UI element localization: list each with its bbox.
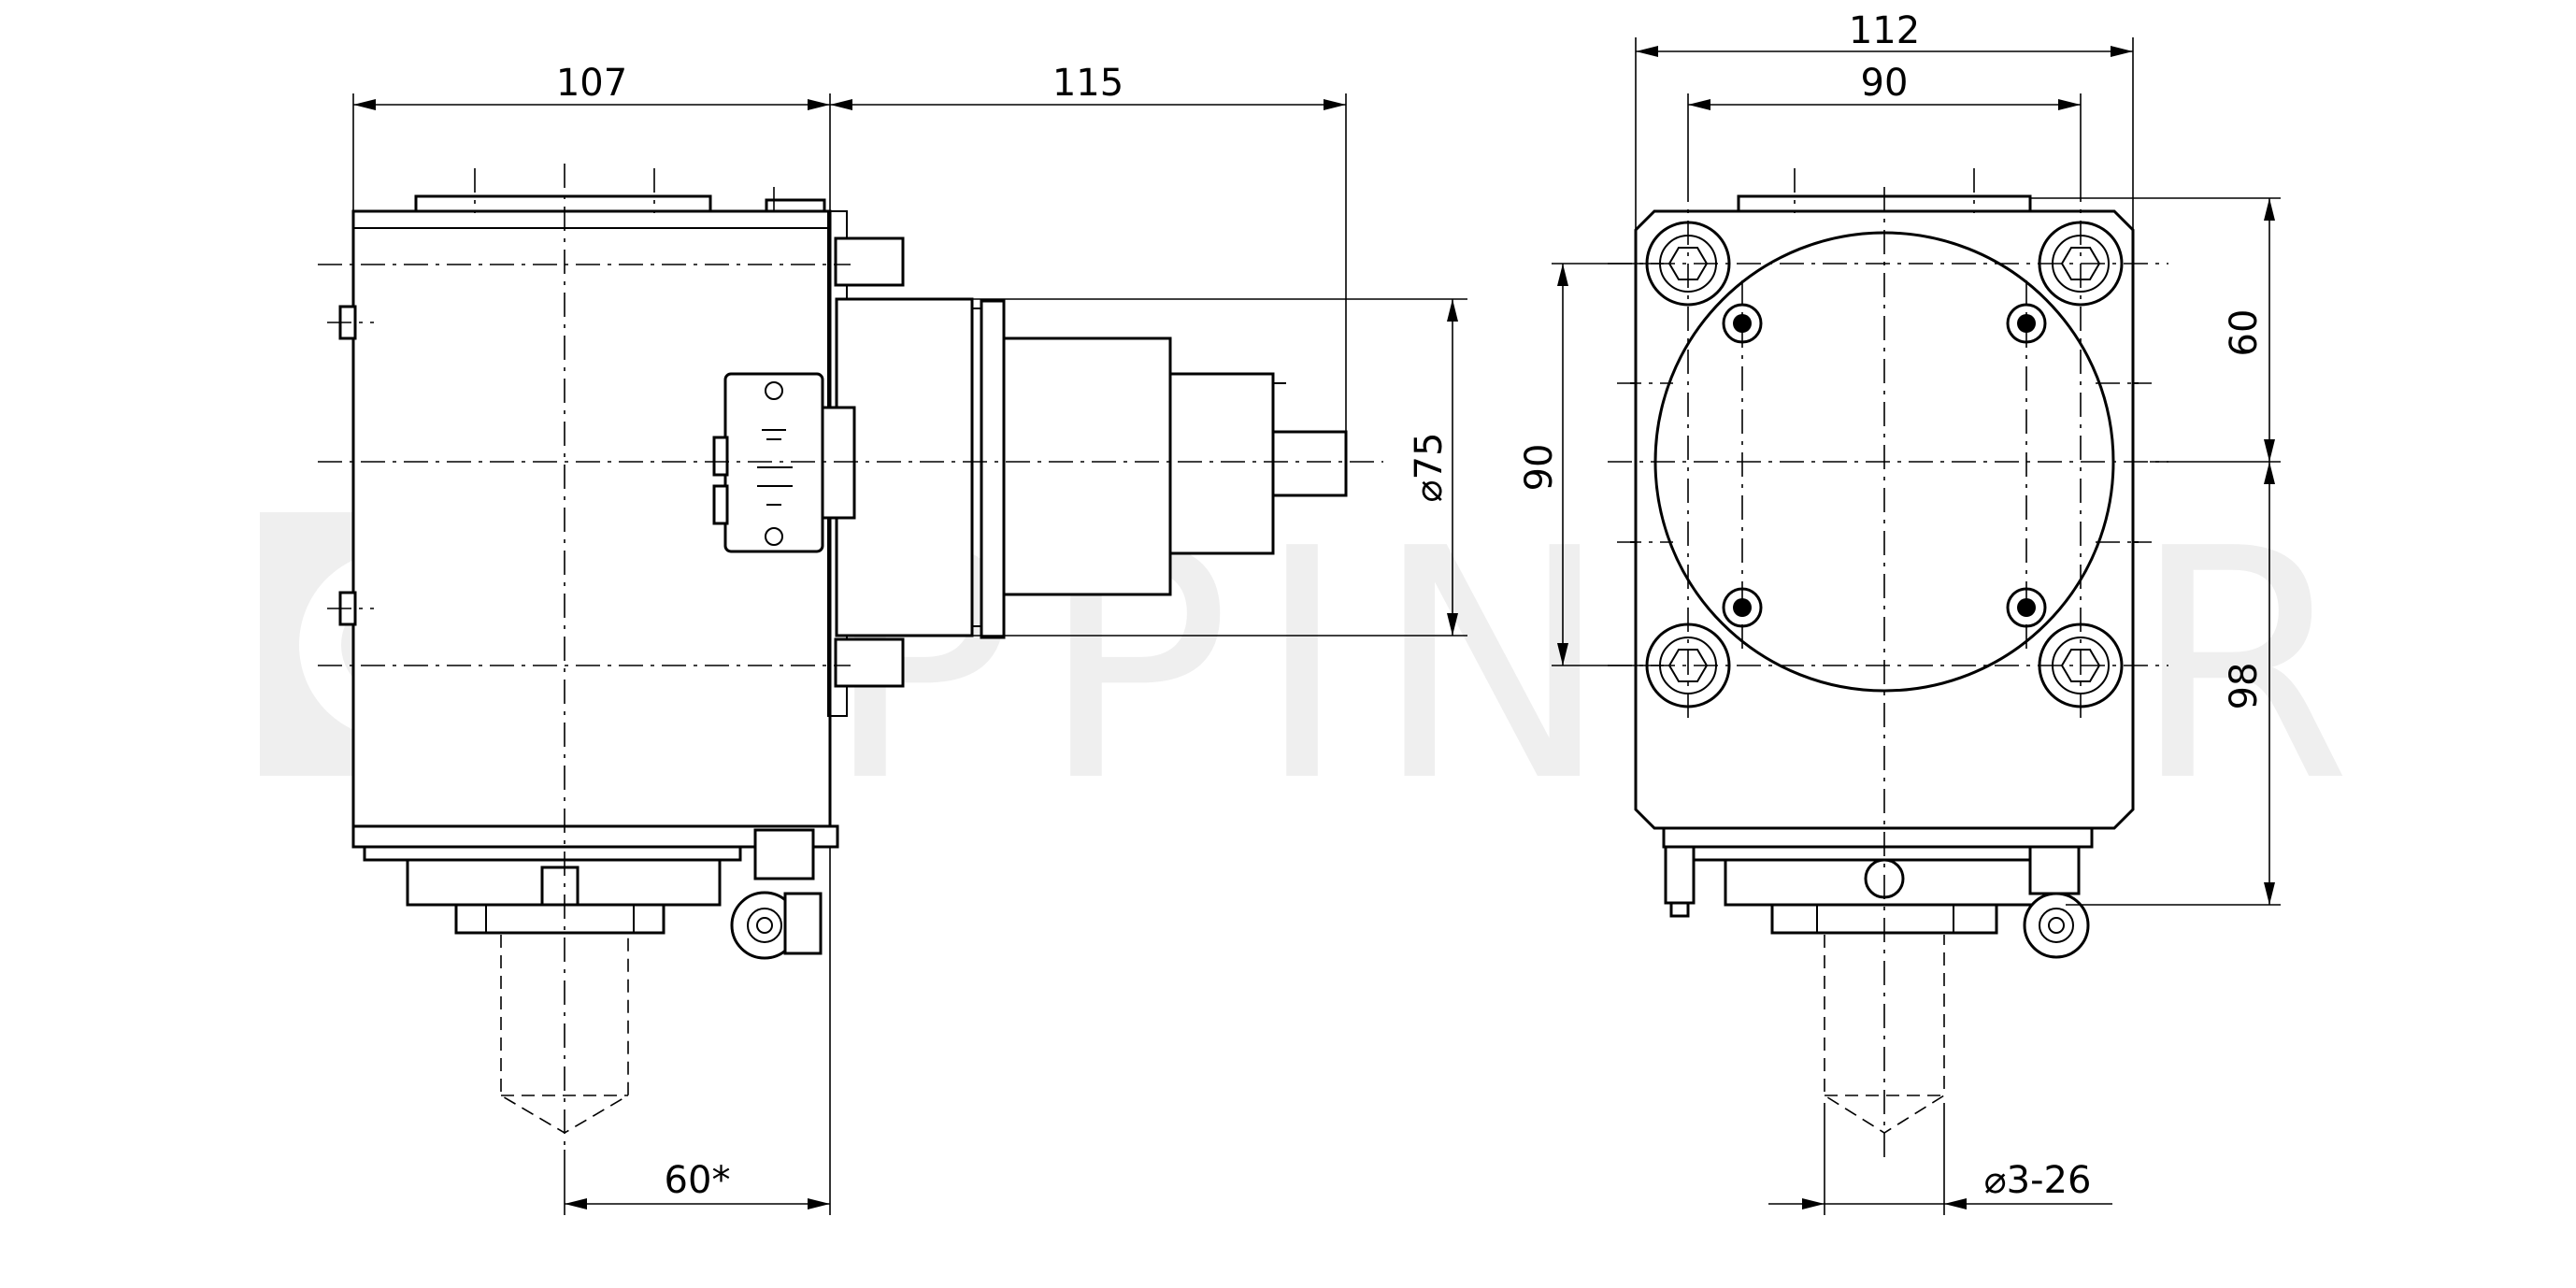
- right-bolt-bottom: [834, 637, 905, 688]
- front-coolant-swivel: [2023, 892, 2090, 959]
- top-rail: [414, 194, 712, 213]
- drive-key: [540, 866, 580, 907]
- top-rail-small: [765, 198, 826, 213]
- dim-98-vertical: 98: [2223, 663, 2266, 710]
- nameplate-marking: [757, 429, 793, 506]
- dim-112: 112: [1849, 9, 1920, 52]
- front-coolant-fitting-body: [2028, 845, 2081, 895]
- front-view: 112 90 90 60 98 ⌀3-26: [1518, 9, 2281, 1215]
- front-bottom-lip: [1677, 845, 2079, 862]
- collet-nut: [454, 903, 665, 935]
- dim-60-star: 60*: [665, 1159, 731, 1202]
- nameplate-clip: [821, 406, 856, 520]
- spindle-shaft: [1271, 430, 1348, 497]
- dim-107: 107: [556, 62, 627, 105]
- dim-90-vertical: 90: [1518, 444, 1561, 492]
- coolant-fitting-arm: [783, 892, 823, 955]
- inner-screw-bottom-right: [2006, 587, 2047, 628]
- right-bolt-top: [834, 236, 905, 287]
- dim-90-horizontal: 90: [1861, 62, 1909, 105]
- front-bottom-plate: [1662, 826, 2094, 849]
- nameplate-screw-bottom: [765, 527, 783, 546]
- spindle-ring: [980, 299, 1006, 639]
- coolant-fitting-body: [753, 828, 815, 880]
- nameplate: [723, 372, 824, 553]
- nameplate-tab-top: [712, 436, 729, 477]
- front-left-stud: [1664, 845, 1696, 905]
- dim-115: 115: [1052, 62, 1123, 105]
- nameplate-tab-bottom: [712, 484, 729, 525]
- bottom-lip: [363, 845, 742, 862]
- dim-diameter-75: ⌀75: [1408, 433, 1451, 503]
- dim-diameter-3-26: ⌀3-26: [1984, 1159, 2092, 1202]
- spindle-body: [1002, 336, 1172, 596]
- nameplate-screw-top: [765, 381, 783, 400]
- spindle-flange: [835, 297, 974, 637]
- dim-60-vertical: 60: [2223, 309, 2266, 357]
- side-view: 107 115 ⌀75 60*: [318, 62, 1467, 1215]
- spindle-nose: [1168, 372, 1275, 555]
